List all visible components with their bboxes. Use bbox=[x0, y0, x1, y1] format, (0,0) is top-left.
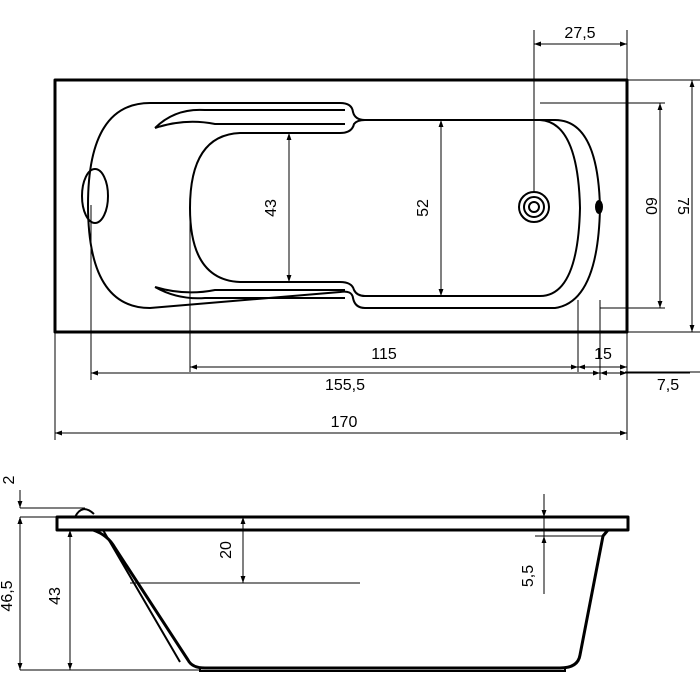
dim-overall-width: 75 bbox=[674, 80, 695, 332]
side-basin-body bbox=[92, 528, 610, 670]
dim-floor-width-narrow: 43 bbox=[263, 133, 292, 282]
dim-basin-length-label: 155,5 bbox=[325, 377, 365, 394]
dim-overflow-depth-label: 5,5 bbox=[520, 565, 537, 587]
dim-basin-height-label: 43 bbox=[47, 587, 64, 605]
dim-rim-thickness: 2 bbox=[1, 475, 23, 527]
side-view: 2 46,5 43 20 5,5 bbox=[0, 475, 630, 672]
dim-seat-depth-label: 20 bbox=[218, 541, 235, 559]
dim-rim-end-label: 7,5 bbox=[657, 377, 679, 394]
dim-overall-length: 170 bbox=[55, 414, 627, 436]
tub-rim-outline bbox=[53, 78, 629, 334]
side-rim bbox=[55, 515, 630, 532]
drain-ring bbox=[523, 196, 545, 218]
dim-overall-height: 46,5 bbox=[0, 517, 23, 670]
side-basin-inner bbox=[102, 529, 181, 663]
dim-overall-length-label: 170 bbox=[331, 414, 358, 431]
dim-basin-width-label: 60 bbox=[642, 197, 659, 215]
dim-floor-width-narrow-label: 43 bbox=[263, 199, 280, 217]
headrest bbox=[81, 168, 109, 224]
dim-basin-height: 43 bbox=[47, 530, 73, 670]
dim-basin-length: 155,5 bbox=[91, 370, 600, 394]
dim-seat-depth: 20 bbox=[218, 517, 246, 583]
armrest-bottom bbox=[154, 286, 345, 300]
dim-drain-to-end-label: 15 bbox=[594, 346, 612, 363]
dim-overflow-depth: 5,5 bbox=[520, 494, 547, 594]
top-view: 27,5 75 60 52 43 115 15 bbox=[53, 25, 700, 440]
drain-center bbox=[528, 201, 540, 213]
dim-drain-offset-label: 27,5 bbox=[564, 25, 595, 42]
armrest-top bbox=[154, 108, 345, 129]
dim-floor-width-wide: 52 bbox=[415, 120, 444, 296]
dim-overall-height-label: 46,5 bbox=[0, 580, 16, 611]
dim-floor-length: 115 bbox=[190, 346, 578, 370]
dim-rim-thickness-label: 2 bbox=[1, 475, 18, 484]
dim-rim-end: 7,5 bbox=[600, 370, 690, 394]
overflow bbox=[595, 200, 603, 214]
dim-drain-to-end: 15 bbox=[578, 346, 627, 370]
dim-floor-width-wide-label: 52 bbox=[415, 199, 432, 217]
dim-basin-width: 60 bbox=[642, 103, 663, 308]
basin-floor-outline bbox=[188, 119, 582, 297]
side-headrest bbox=[74, 508, 95, 518]
dim-floor-length-label: 115 bbox=[371, 346, 397, 363]
dim-drain-offset: 27,5 bbox=[534, 25, 627, 47]
dim-overall-width-label: 75 bbox=[674, 197, 691, 215]
